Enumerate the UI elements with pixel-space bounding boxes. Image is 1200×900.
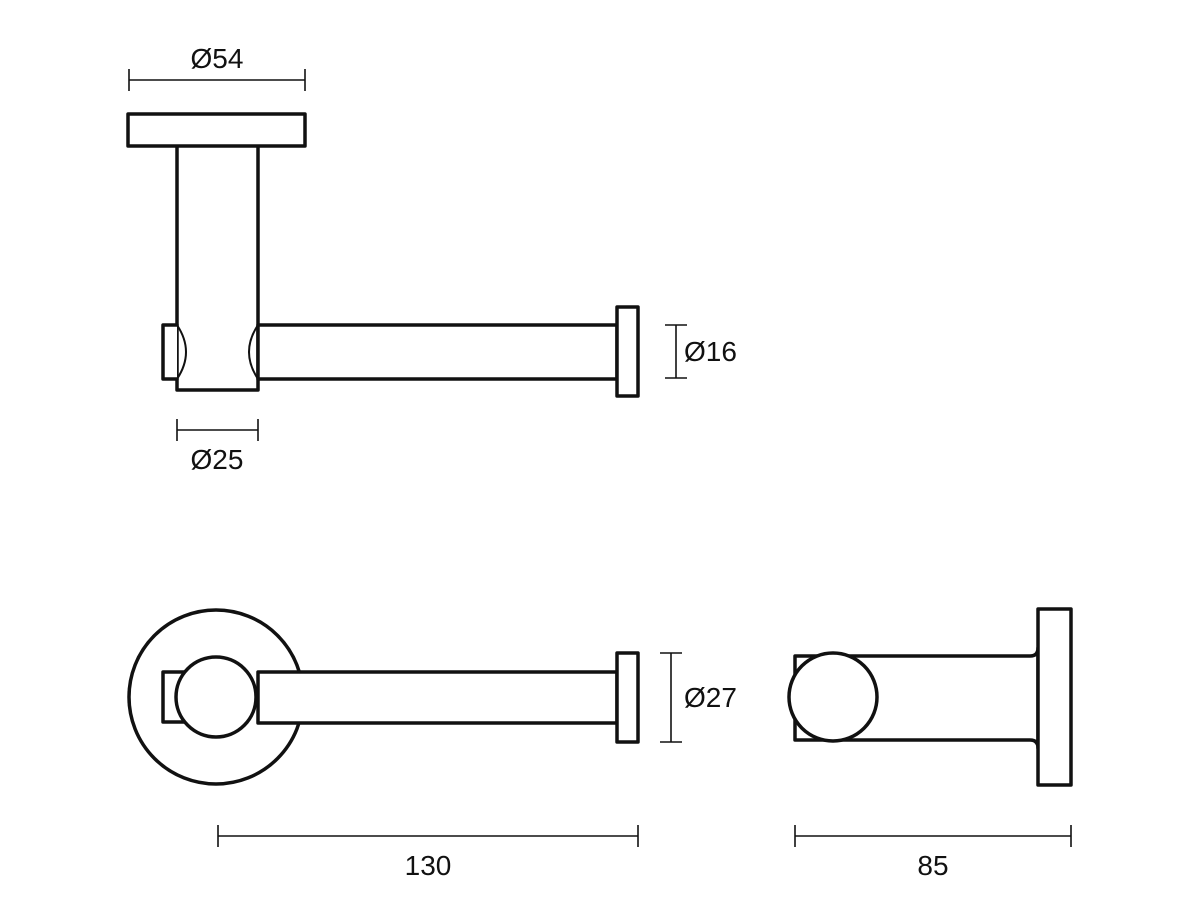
dimension-length: 130: [217, 825, 639, 881]
end-view-ball: [787, 651, 879, 743]
front-view: [127, 608, 640, 786]
dimension-projection: 85: [794, 825, 1072, 881]
dimension-bar-diameter: Ø16: [665, 324, 737, 379]
end-view: [787, 607, 1073, 787]
post-bracket: [161, 323, 179, 381]
post-curve-right: [248, 324, 259, 380]
front-bar: [256, 670, 619, 725]
front-end-cap: [615, 651, 640, 744]
dimension-flange-diameter: Ø54: [128, 43, 306, 91]
dimension-label-end-cap: Ø27: [684, 682, 737, 713]
post-curve-left: [176, 324, 187, 380]
post-section: [174, 655, 258, 739]
dimension-label-projection: 85: [917, 850, 948, 881]
side-view: [126, 112, 640, 398]
dimension-label-post: Ø25: [191, 444, 244, 475]
bar-end-cap: [615, 305, 640, 398]
flange-plate: [126, 112, 307, 148]
end-view-wall-plate: [1036, 607, 1073, 787]
dimension-end-cap-diameter: Ø27: [660, 652, 737, 743]
post: [175, 143, 260, 392]
dimension-label-length: 130: [405, 850, 452, 881]
dimension-label-bar: Ø16: [684, 336, 737, 367]
bar: [256, 323, 619, 381]
dimension-post-diameter: Ø25: [176, 419, 259, 475]
dimension-label-flange: Ø54: [191, 43, 244, 74]
